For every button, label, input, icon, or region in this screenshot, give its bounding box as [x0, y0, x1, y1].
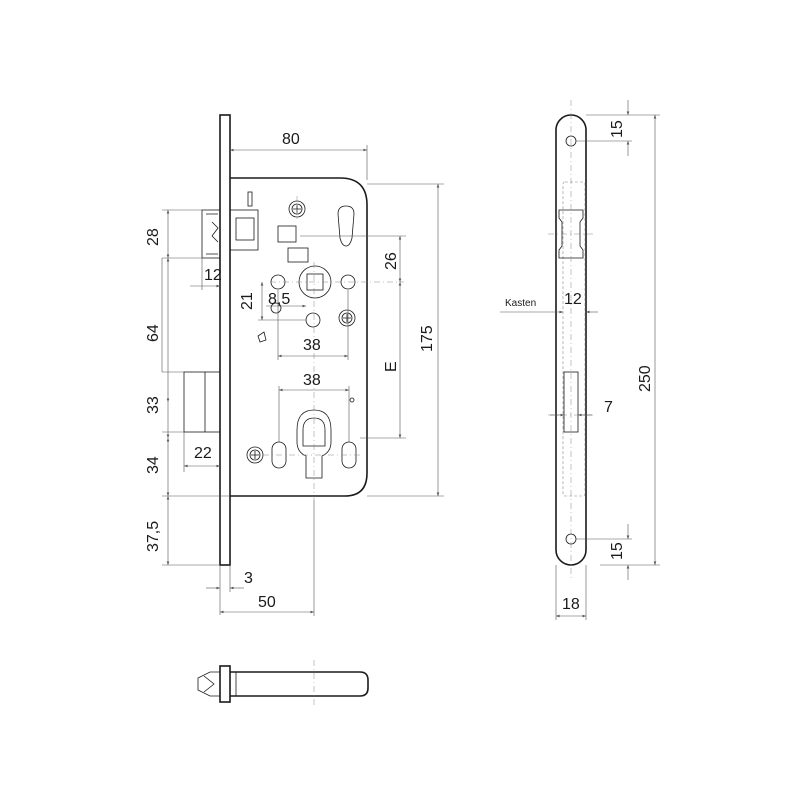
- dim-18: 18: [562, 596, 580, 613]
- faceplate: [219, 114, 231, 566]
- side-view: [548, 100, 596, 580]
- dim-15-bottom: 15: [609, 542, 626, 560]
- screw-bottom-left: [246, 446, 264, 464]
- pin-small: [270, 302, 282, 314]
- top-faceplate: [219, 665, 231, 703]
- front-view: [183, 114, 404, 566]
- upper-slot: [337, 205, 355, 247]
- latch-mechanism: [229, 191, 309, 263]
- top-case: [230, 671, 369, 697]
- dim-38-upper: 38: [303, 337, 321, 354]
- dim-21: 21: [239, 292, 256, 310]
- label-kasten: Kasten: [505, 298, 536, 309]
- dim-37-5: 37,5: [145, 521, 162, 552]
- dim-38-lower: 38: [303, 372, 321, 389]
- dim-26: 26: [383, 252, 400, 270]
- dim-50: 50: [258, 594, 276, 611]
- dim-28: 28: [145, 228, 162, 246]
- side-dimensions: 15 250 Kasten 12 7 15 18: [500, 100, 660, 620]
- top-latch: [197, 671, 220, 697]
- dim-E: E: [383, 361, 400, 372]
- dim-64: 64: [145, 324, 162, 342]
- latch-bolt: [201, 209, 221, 259]
- deadbolt: [183, 371, 221, 433]
- dim-250: 250: [637, 365, 654, 392]
- dim-3: 3: [244, 570, 253, 587]
- dim-8-5: 8,5: [268, 291, 290, 308]
- dim-15-top: 15: [609, 120, 626, 138]
- dim-175: 175: [419, 325, 436, 352]
- latch-opening: [558, 209, 584, 259]
- screw-middle: [338, 309, 356, 327]
- pin-lower: [305, 312, 321, 328]
- dim-12: 12: [204, 267, 222, 284]
- bolt-opening: [563, 371, 579, 433]
- dim-7: 7: [604, 399, 613, 416]
- dim-22: 22: [194, 445, 212, 462]
- dim-33: 33: [145, 396, 162, 414]
- dim-80: 80: [282, 131, 300, 148]
- lock-case: [230, 177, 368, 497]
- detent-mark: [257, 331, 267, 343]
- dim-12-side: 12: [564, 291, 582, 308]
- dim-34: 34: [145, 456, 162, 474]
- case-outline: [562, 181, 586, 497]
- front-dimensions: 80 28 12 26 21 8,5 64 38 E: [145, 131, 444, 616]
- top-view: [197, 660, 369, 708]
